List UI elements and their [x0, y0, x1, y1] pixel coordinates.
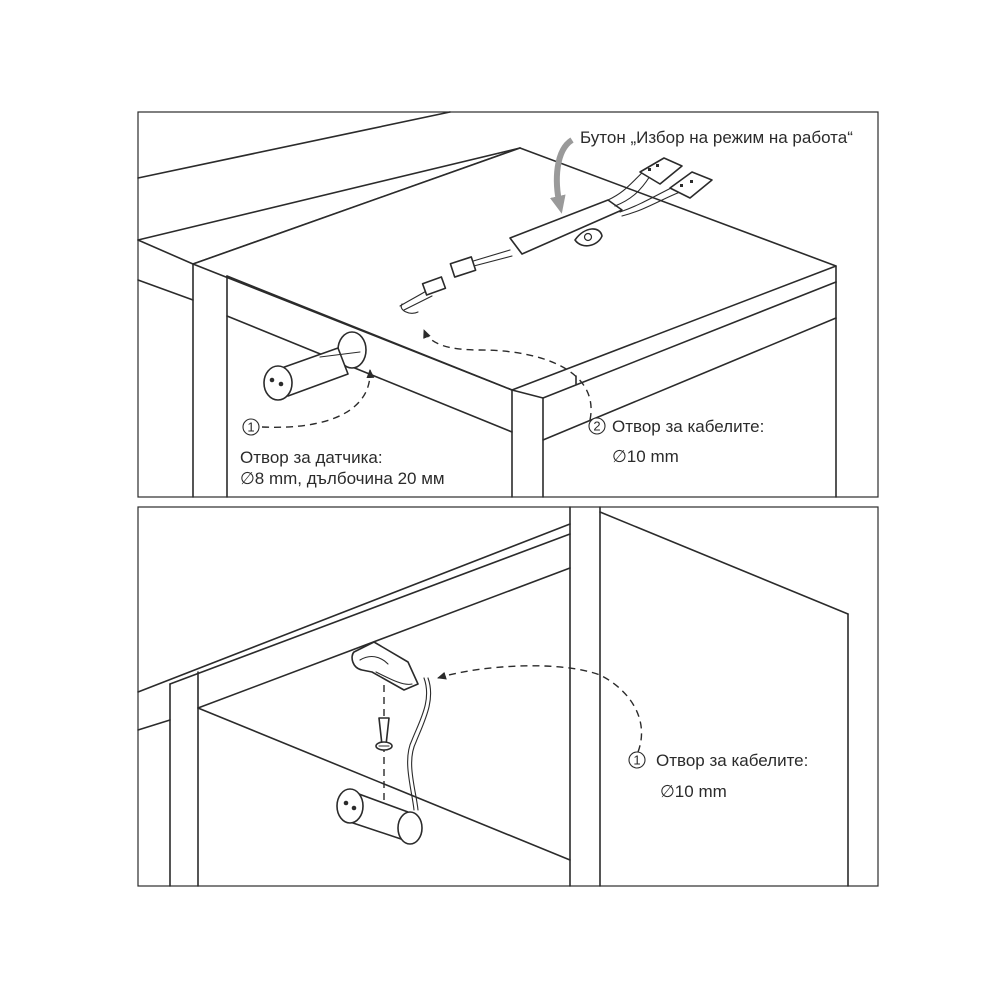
controller-unit: [399, 157, 713, 314]
bottom-panel: 1 Отвор за кабелите: ∅10 mm: [137, 506, 879, 887]
top-panel: Бутон „Избор на режим на работа“ 1 Отвор…: [137, 111, 879, 498]
leader-2-top: [423, 329, 592, 421]
screw: [375, 685, 393, 805]
callout-2-top: 2 Отвор за кабелите: ∅10 mm: [588, 417, 764, 466]
button-pointer-arrow: [549, 137, 574, 214]
bottom-panel-frame: [137, 506, 879, 887]
sensor-cable: [407, 677, 432, 811]
top-cabinet-drawing: [137, 111, 837, 498]
callout-1-top-line2: ∅8 mm, дълбочина 20 мм: [240, 469, 445, 488]
callout-2-top-line2: ∅10 mm: [612, 447, 679, 466]
callout-1-bottom-number: 1: [633, 753, 640, 768]
sensor-top: [263, 331, 367, 401]
leader-1-top: [261, 369, 375, 428]
callout-2-top-line1: Отвор за кабелите:: [612, 417, 764, 436]
button-label: Бутон „Избор на режим на работа“: [580, 128, 853, 147]
mounting-clip: [351, 641, 419, 691]
callout-1-bottom-line1: Отвор за кабелите:: [656, 751, 808, 770]
callout-1-bottom: 1 Отвор за кабелите: ∅10 mm: [628, 751, 808, 801]
callout-1-top-number: 1: [247, 420, 254, 435]
callout-2-top-number: 2: [593, 419, 600, 434]
callout-1-bottom-line2: ∅10 mm: [660, 782, 727, 801]
callout-1-top-line1: Отвор за датчика:: [240, 448, 383, 467]
bottom-cabinet-drawing: [137, 506, 849, 887]
sensor-bottom: [336, 788, 423, 845]
leader-1-bottom: [437, 665, 643, 753]
callout-1-top: 1 Отвор за датчика: ∅8 mm, дълбочина 20 …: [240, 418, 445, 488]
top-panel-frame: [137, 111, 879, 498]
